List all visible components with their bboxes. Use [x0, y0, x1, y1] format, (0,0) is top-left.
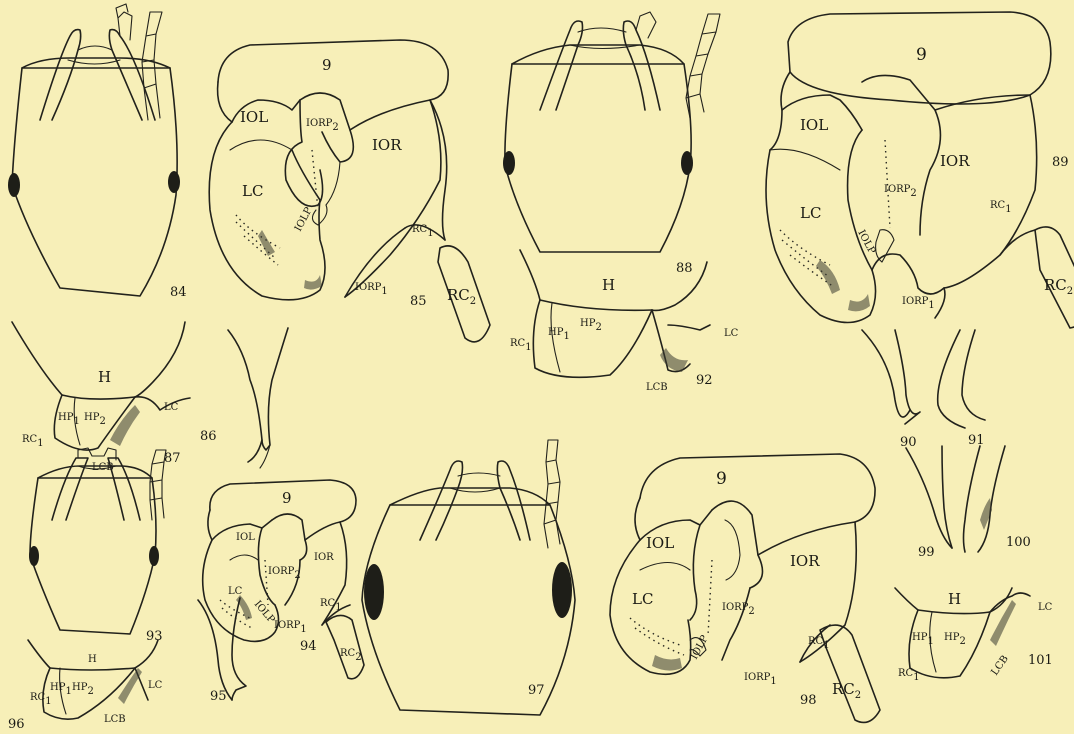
- label-lc: LC: [164, 402, 179, 413]
- figure-number: 96: [8, 717, 25, 732]
- label-iol: IOL: [240, 108, 268, 126]
- figure-number: 84: [170, 285, 187, 300]
- label-iol: IOL: [236, 532, 255, 543]
- label-lc: LC: [1038, 602, 1053, 613]
- label-hp2: HP2: [84, 412, 106, 427]
- label-rc2: RC2: [447, 286, 476, 307]
- eye-right: [168, 171, 180, 193]
- label-segment-9: 9: [916, 45, 927, 65]
- label-h: H: [602, 276, 615, 294]
- label-iorp1: IORP1: [744, 672, 777, 687]
- label-h: H: [98, 368, 111, 386]
- label-lcb: LCB: [646, 382, 668, 393]
- figure-number: 91: [968, 433, 985, 448]
- label-segment-9: 9: [282, 489, 292, 507]
- figure-number: 86: [200, 429, 217, 444]
- label-rc1: RC1: [990, 200, 1012, 215]
- figure-94-terminalia: 9 IOL IOR LC IORP2 IOLP IORP1 RC1 RC2 94: [203, 480, 364, 679]
- figure-96-hypandrium: H HP1 HP2 RC1 LCB LC 96: [8, 640, 163, 732]
- label-iolp: IOLP: [293, 205, 315, 233]
- eye-right: [149, 546, 159, 566]
- label-rc1: RC1: [898, 668, 920, 683]
- label-rc1: RC1: [510, 338, 532, 353]
- figure-number: 85: [410, 294, 427, 309]
- label-rc2: RC2: [340, 648, 362, 663]
- label-iol: IOL: [800, 116, 828, 134]
- figure-93-head: 93: [29, 448, 166, 644]
- figure-86-clasper: 86: [200, 328, 288, 468]
- figure-84-head: 84: [8, 4, 187, 300]
- label-lc: LC: [800, 204, 821, 222]
- figure-88-head: 88: [503, 12, 720, 276]
- eye-left: [503, 151, 515, 175]
- label-lcb: LCB: [104, 714, 126, 725]
- label-ior: IOR: [940, 152, 970, 170]
- label-rc1: RC1: [30, 692, 52, 707]
- label-segment-9: 9: [716, 469, 727, 489]
- figure-99-clasper: 99: [906, 446, 952, 560]
- figure-number: 98: [800, 693, 817, 708]
- label-iorp1: IORP1: [274, 620, 307, 635]
- label-hp2: HP2: [580, 318, 602, 333]
- figure-92-hypandrium: H HP1 HP2 RC1 LCB LC 92: [510, 250, 739, 393]
- figure-number: 100: [1006, 535, 1031, 550]
- figure-number: 92: [696, 373, 713, 388]
- figure-97-head: 97: [362, 440, 575, 715]
- figure-number: 94: [300, 639, 317, 654]
- label-ior: IOR: [790, 552, 820, 570]
- figure-number: 90: [900, 435, 917, 450]
- label-hp1: HP1: [58, 412, 80, 427]
- label-rc2: RC2: [1044, 276, 1073, 297]
- label-h: H: [948, 590, 961, 608]
- label-rc2: RC2: [832, 680, 861, 701]
- label-lc: LC: [724, 328, 739, 339]
- label-rc1: RC1: [412, 224, 434, 239]
- figure-number: 101: [1028, 653, 1053, 668]
- label-lcb: LCB: [989, 654, 1010, 678]
- figure-number: 89: [1052, 155, 1069, 170]
- label-rc1: RC1: [22, 434, 44, 449]
- eye-right: [552, 562, 572, 618]
- label-hp1: HP1: [548, 327, 570, 342]
- label-lc: LC: [242, 182, 263, 200]
- figure-98-terminalia: 9 IOL IOR LC IORP2 IOLP IORP1 RC1 RC2 98: [610, 454, 880, 722]
- label-lc: LC: [148, 680, 163, 691]
- label-ior: IOR: [372, 136, 402, 154]
- eye-right: [681, 151, 693, 175]
- eye-left: [364, 564, 384, 620]
- label-iorp2: IORP2: [722, 602, 755, 617]
- figure-89-terminalia: 9 IOL IOR LC IORP2 IOLP IORP1 RC1 RC2 89: [766, 12, 1074, 328]
- figure-number: 99: [918, 545, 935, 560]
- figure-101-hypandrium: H HP1 HP2 RC1 LCB LC 101: [895, 588, 1053, 683]
- label-iol: IOL: [646, 534, 674, 552]
- label-ior: IOR: [314, 552, 334, 563]
- figure-number: 95: [210, 689, 227, 704]
- figure-number: 88: [676, 261, 693, 276]
- label-lc: LC: [228, 586, 243, 597]
- figure-85-terminalia: 9 IOL IOR LC IORP2 IOLP IORP1 RC1 RC2 85: [209, 40, 490, 342]
- label-segment-9: 9: [322, 56, 332, 74]
- label-hp1: HP1: [912, 632, 934, 647]
- label-iorp1: IORP1: [902, 296, 935, 311]
- figure-90-clasper: 90: [862, 330, 920, 450]
- figure-number: 93: [146, 629, 163, 644]
- label-lc: LC: [632, 590, 653, 608]
- label-hp2: HP2: [72, 682, 94, 697]
- label-iorp2: IORP2: [884, 184, 917, 199]
- eye-left: [8, 173, 20, 197]
- figure-91-clasper: 91: [938, 330, 985, 448]
- figure-95-clasper: 95: [198, 598, 246, 704]
- label-iorp2: IORP2: [306, 118, 339, 133]
- label-iorp1: IORP1: [355, 282, 388, 297]
- eye-left: [29, 546, 39, 566]
- figure-number: 87: [164, 451, 181, 466]
- label-iorp2: IORP2: [268, 566, 301, 581]
- label-iolp: IOLP: [689, 633, 711, 661]
- figure-number: 97: [528, 683, 545, 698]
- label-hp2: HP2: [944, 632, 966, 647]
- label-h: H: [88, 654, 97, 665]
- figure-100-clasper: 100: [964, 446, 1031, 552]
